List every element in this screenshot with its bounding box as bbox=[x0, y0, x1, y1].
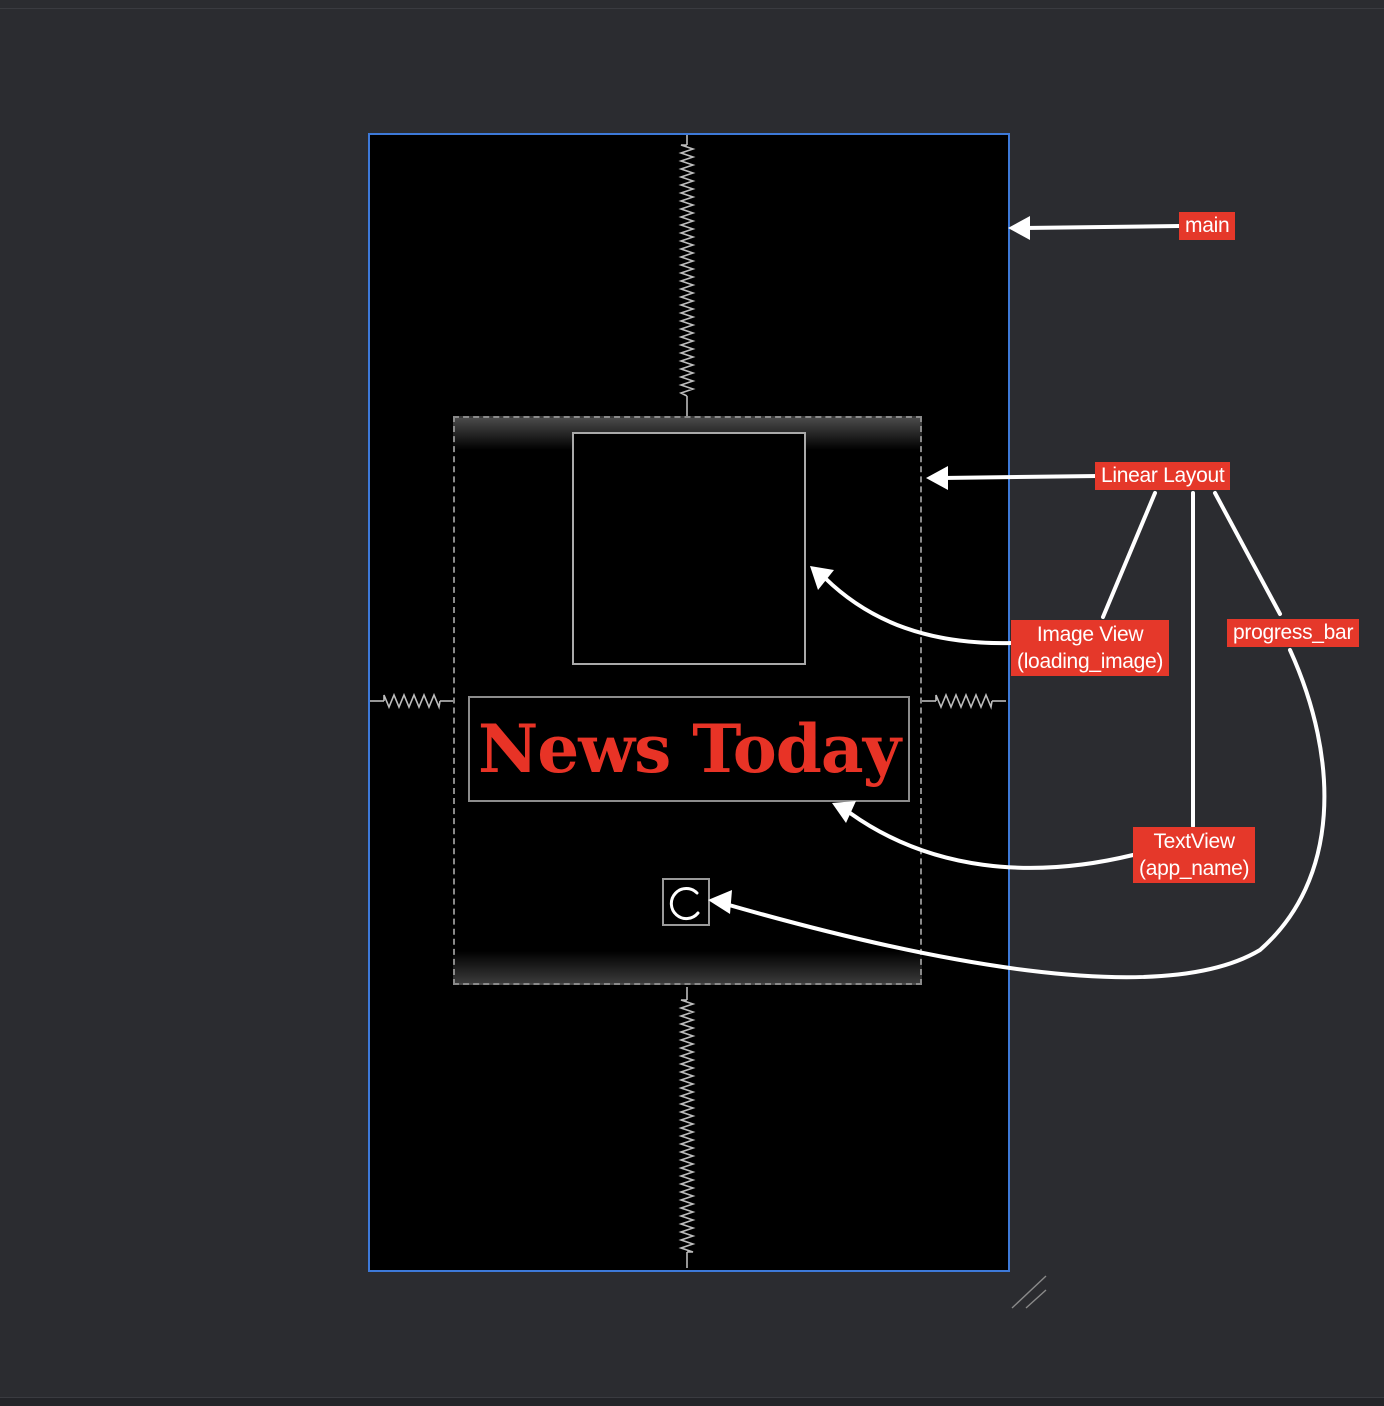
label-progress-bar: progress_bar bbox=[1227, 619, 1360, 647]
label-image-view-line1: Image View bbox=[1036, 623, 1144, 646]
label-text-view-line1: TextView bbox=[1153, 830, 1235, 853]
label-text-view: TextView (app_name) bbox=[1133, 827, 1256, 883]
label-linear-layout: Linear Layout bbox=[1095, 462, 1231, 490]
progress-spinner-icon bbox=[669, 887, 700, 921]
app-name-text-view[interactable]: News Today bbox=[468, 696, 910, 802]
top-constraint-spring bbox=[678, 144, 696, 397]
label-image-view: Image View (loading_image) bbox=[1011, 620, 1170, 676]
top-divider bbox=[0, 8, 1384, 9]
left-constraint-spring bbox=[383, 692, 441, 710]
label-main: main bbox=[1179, 212, 1236, 240]
label-image-view-line2: (loading_image) bbox=[1017, 650, 1164, 673]
loading-image-view[interactable] bbox=[572, 432, 806, 665]
bottom-status-bar bbox=[0, 1397, 1384, 1406]
app-name-text: News Today bbox=[477, 710, 901, 788]
bottom-constraint-spring bbox=[678, 999, 696, 1253]
label-text-view-line2: (app_name) bbox=[1139, 857, 1250, 880]
right-constraint-spring bbox=[935, 692, 993, 710]
resize-handle-icon bbox=[1011, 1275, 1047, 1309]
progress-bar[interactable] bbox=[662, 878, 710, 926]
